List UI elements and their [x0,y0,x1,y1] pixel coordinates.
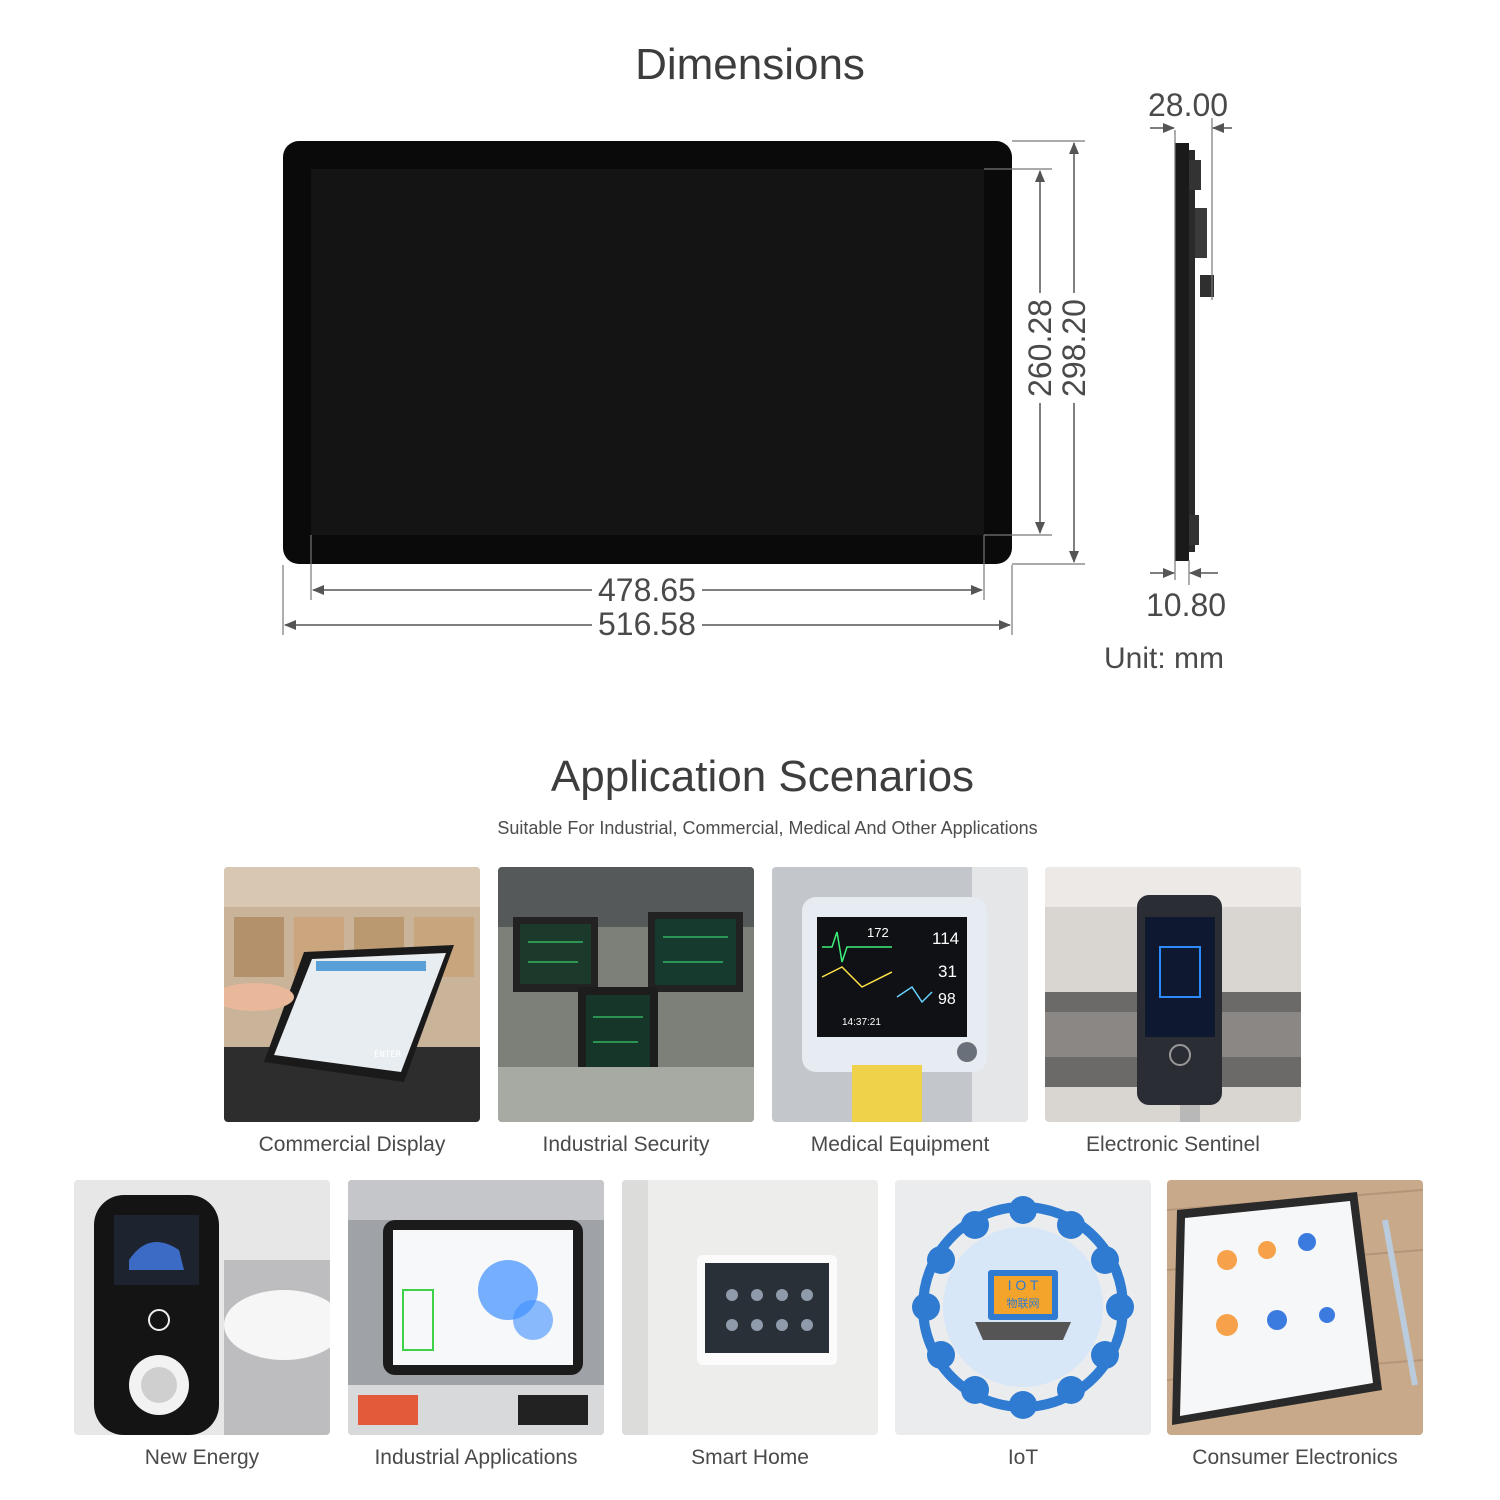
monitor-resp: 31 [938,962,957,981]
photo-industrial-applications [348,1180,604,1435]
photo-electronic-sentinel [1045,867,1301,1122]
photo-iot: I O T 物联网 [895,1180,1151,1435]
photo-smart-home [622,1180,878,1435]
caption-consumer-electronics: Consumer Electronics [1192,1446,1398,1469]
display-screen [311,169,984,535]
height-inner-label: 260.28 [1022,293,1058,403]
caption-industrial-security: Industrial Security [542,1133,710,1156]
dimension-drawing [282,118,1232,635]
caption-industrial-applications: Industrial Applications [374,1446,578,1469]
depth-panel-label: 10.80 [1146,587,1227,623]
monitor-pct: 98 [938,991,956,1008]
unit-label: Unit: mm [1104,642,1224,675]
monitor-hr: 172 [867,925,889,940]
commercial-enter-key: ENTER [374,1050,402,1060]
photo-medical-equipment: 172 114 31 98 14:37:21 [772,867,1028,1122]
height-outer-label: 298.20 [1056,293,1092,403]
caption-new-energy: New Energy [144,1446,260,1469]
photo-consumer-electronics [1167,1180,1423,1435]
depth-total-label: 28.00 [1148,87,1229,123]
monitor-clock: 14:37:21 [842,1017,881,1028]
caption-electronic-sentinel: Electronic Sentinel [1086,1133,1260,1156]
dimensions-title: Dimensions [635,40,865,89]
side-view [1174,118,1214,585]
iot-screen-text-cn: 物联网 [1006,1298,1040,1310]
photo-new-energy [74,1180,330,1435]
monitor-spo2: 114 [932,929,960,948]
scenarios-subtitle: Suitable For Industrial, Commercial, Med… [497,818,1038,838]
iot-screen-text: I O T [1007,1277,1039,1293]
width-outer-label: 516.58 [592,606,702,642]
scenarios-title: Application Scenarios [550,752,975,801]
width-inner-label: 478.65 [592,572,702,608]
photo-commercial-display: ENTER [224,867,480,1122]
caption-smart-home: Smart Home [691,1446,809,1469]
photo-industrial-security [498,867,754,1122]
caption-iot: IoT [1007,1446,1039,1469]
caption-medical-equipment: Medical Equipment [810,1133,990,1156]
caption-commercial-display: Commercial Display [258,1133,446,1156]
